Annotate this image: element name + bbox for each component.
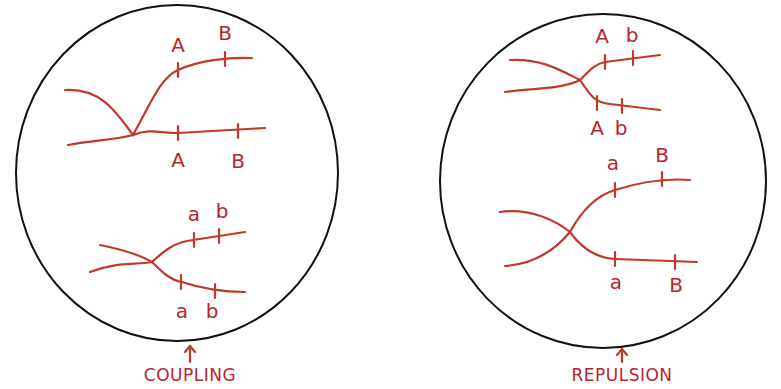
caption-label: REPULSION (571, 367, 672, 384)
gene-label: a (610, 272, 622, 292)
gene-label: b (206, 301, 219, 321)
gene-label: A (595, 26, 609, 46)
gene-label: B (231, 151, 245, 171)
gene-label: b (615, 118, 628, 138)
gene-label: a (176, 301, 188, 321)
gene-label: a (188, 204, 200, 224)
cell-circle: AbAbaBaBREPULSION (438, 12, 768, 350)
gene-label: b (626, 25, 639, 45)
gene-label: a (607, 153, 619, 173)
gene-label: A (590, 118, 604, 138)
gene-label: B (669, 275, 683, 295)
gene-label: B (655, 145, 669, 165)
caption-label: COUPLING (144, 367, 236, 384)
circle-outline (438, 12, 768, 350)
gene-label: B (218, 23, 232, 43)
cell-circle: ABABababCOUPLING (14, 3, 340, 343)
gene-label: A (171, 35, 185, 55)
gene-label: b (216, 201, 229, 221)
gene-label: A (171, 150, 185, 170)
